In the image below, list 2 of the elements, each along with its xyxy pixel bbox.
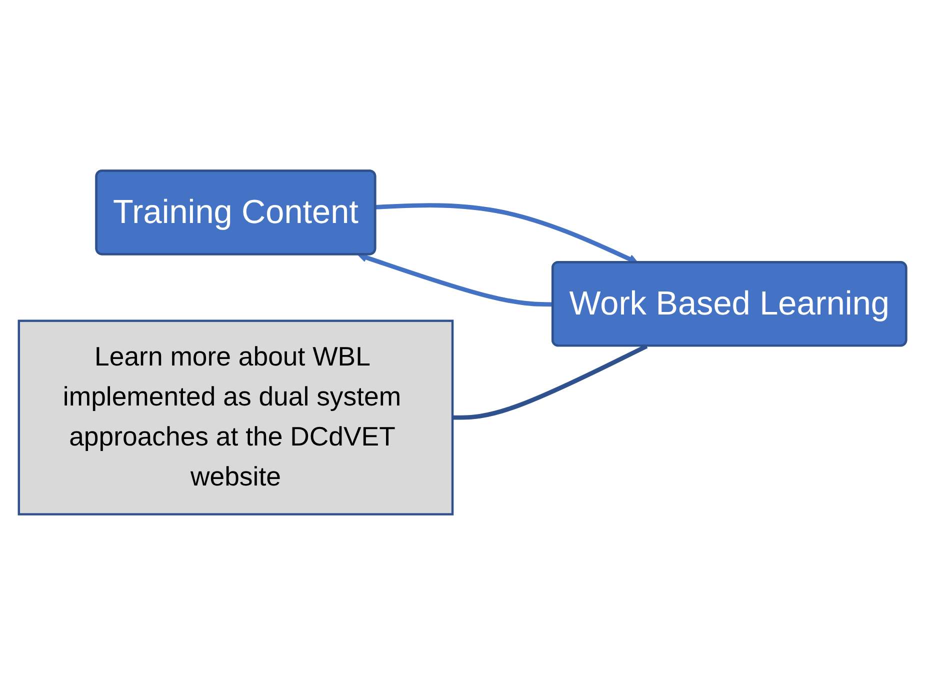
node-box: Learn more about WBL implemented as dual system approaches at the DCdVET website xyxy=(18,320,454,516)
arrow xyxy=(357,252,554,307)
